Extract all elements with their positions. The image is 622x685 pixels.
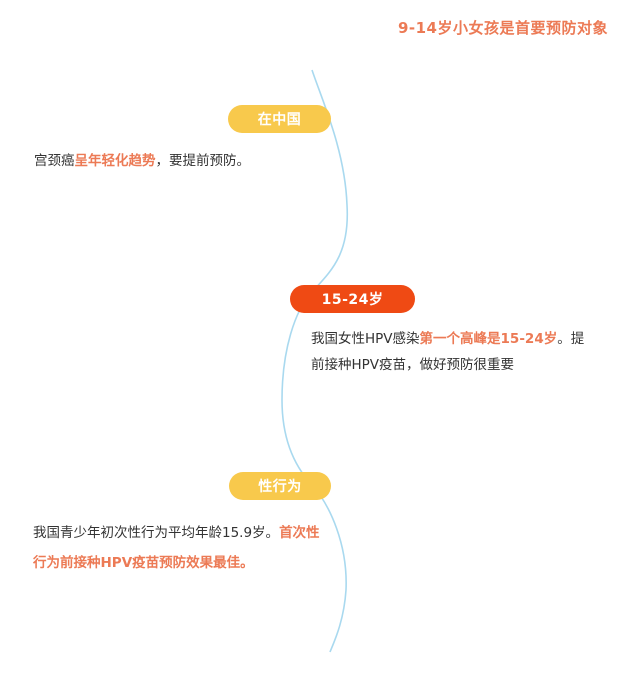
text-plain: 我国青少年初次性行为平均年龄15.9岁。 xyxy=(33,525,280,541)
text-plain: ，要提前预防。 xyxy=(155,153,251,169)
section-text-age: 我国女性HPV感染第一个高峰是15-24岁。提前接种HPV疫苗，做好预防很重要 xyxy=(311,326,596,378)
page-title: 9-14岁小女孩是首要预防对象 xyxy=(397,19,608,37)
section-tag-china: 在中国 xyxy=(228,105,331,133)
section-text-china: 宫颈癌呈年轻化趋势，要提前预防。 xyxy=(34,148,324,174)
text-plain: 宫颈癌 xyxy=(34,153,75,169)
section-tag-sex: 性行为 xyxy=(229,472,331,500)
text-plain: 我国女性HPV感染 xyxy=(311,331,420,347)
section-tag-age: 15-24岁 xyxy=(290,285,415,313)
text-highlight: 第一个高峰是15-24岁 xyxy=(419,331,558,347)
section-text-sex: 我国青少年初次性行为平均年龄15.9岁。首次性行为前接种HPV疫苗预防效果最佳。 xyxy=(33,518,323,578)
text-highlight: 呈年轻化趋势 xyxy=(74,153,156,169)
text-plain: 。提前接种HPV疫苗，做好预防很重要 xyxy=(311,331,585,373)
text-highlight: 首次性行为前接种HPV疫苗预防效果最佳。 xyxy=(33,525,320,571)
